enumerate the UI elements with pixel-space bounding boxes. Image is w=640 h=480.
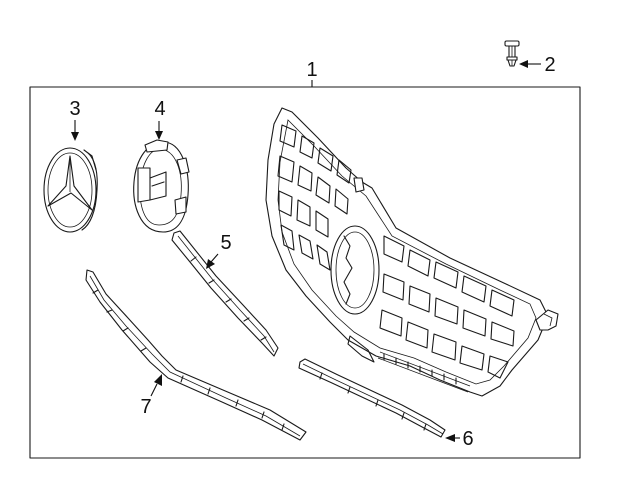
part-5-trim-strip [171,230,279,357]
part-2-clip [504,40,520,67]
part-7-long-trim-strip [85,269,307,441]
part-6-lower-trim-strip [298,358,446,438]
callout-4: 4 [154,98,166,140]
callout-3: 3 [69,98,81,141]
callout-5-label: 5 [220,232,231,254]
callout-4-label: 4 [154,98,165,120]
callout-1: 1 [306,59,318,87]
callout-2: 2 [519,54,556,76]
callout-7-label: 7 [140,396,151,418]
callout-3-label: 3 [69,98,80,120]
callout-6-label: 6 [462,428,473,450]
callout-6: 6 [445,428,474,450]
part-3-star-emblem [43,147,98,233]
part-4-emblem-base [133,139,190,233]
callout-7: 7 [140,374,162,418]
callout-1-label: 1 [306,59,317,81]
callout-2-label: 2 [544,54,555,76]
part-1-grille-assembly [265,107,559,397]
callout-5: 5 [206,232,232,269]
assembly-frame [29,86,581,459]
